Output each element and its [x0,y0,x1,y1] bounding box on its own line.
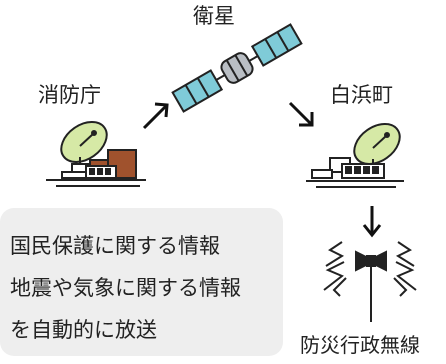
disaster-radio-label: 防災行政無線 [300,333,420,357]
info-line: 地震や気象に関する情報 [10,276,241,300]
loudspeaker-tower-icon [323,241,417,322]
satellite-label: 衛星 [193,4,235,28]
ground-station-icon [306,123,404,188]
info-line: を自動的に放送 [10,318,157,342]
fire-agency-label: 消防庁 [38,83,101,107]
arrow-up-right-icon [142,102,169,130]
broadcast-info-box: 国民保護に関する情報 地震や気象に関する情報 を自動的に放送 [0,208,283,356]
ground-station-icon [46,121,146,187]
satellite-icon [171,23,303,113]
info-line: 国民保護に関する情報 [10,234,220,258]
arrow-down-right-icon [288,101,314,127]
arrow-down-icon [362,206,382,238]
town-office-label: 白浜町 [330,83,393,107]
